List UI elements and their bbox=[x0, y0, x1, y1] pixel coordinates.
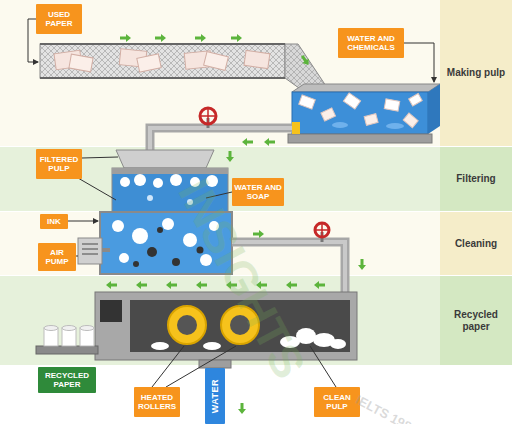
stage-label: Filtering bbox=[440, 147, 512, 211]
pipe-label-box: WATER bbox=[205, 368, 225, 424]
callout-box: WATER AND SOAP bbox=[232, 178, 284, 206]
stage-band: Cleaning INK AIR PUMP bbox=[0, 212, 512, 276]
watermark: IELTS 1984 bbox=[353, 392, 420, 424]
callout-box: FILTERED PULP bbox=[36, 149, 82, 179]
callout-box: HEATED ROLLERS bbox=[134, 387, 180, 417]
callout-text: USED PAPER bbox=[38, 10, 80, 28]
callout-box: RECYCLED PAPER bbox=[38, 367, 96, 393]
callout-text: CLEAN PULP bbox=[316, 393, 358, 411]
stage-label: Making pulp bbox=[440, 0, 512, 146]
stage-label: Cleaning bbox=[440, 212, 512, 275]
callout-box: CLEAN PULP bbox=[314, 387, 360, 417]
stage-band: Recycled paper bbox=[0, 276, 512, 366]
callout-box: WATER AND CHEMICALS bbox=[338, 28, 404, 58]
callout-box: USED PAPER bbox=[36, 4, 82, 34]
flow-arrow bbox=[238, 403, 246, 414]
stage-band: Filtering FILTERED PULP WATER AND SOAP bbox=[0, 147, 512, 212]
callout-text: HEATED ROLLERS bbox=[136, 393, 178, 411]
callout-text: WATER bbox=[210, 379, 220, 413]
callout-text: FILTERED PULP bbox=[38, 155, 80, 173]
stage-band: Making pulp USED PAPER WATER AND CHEMICALS bbox=[0, 0, 512, 147]
callout-text: WATER AND CHEMICALS bbox=[340, 34, 402, 52]
callout-box: AIR PUMP bbox=[38, 243, 76, 271]
stage-label: Recycled paper bbox=[440, 276, 512, 365]
callout-text: INK bbox=[47, 217, 61, 226]
callout-box: INK bbox=[40, 214, 68, 229]
callout-text: RECYCLED PAPER bbox=[40, 371, 94, 389]
callout-text: AIR PUMP bbox=[40, 248, 74, 266]
callout-text: WATER AND SOAP bbox=[234, 183, 282, 201]
